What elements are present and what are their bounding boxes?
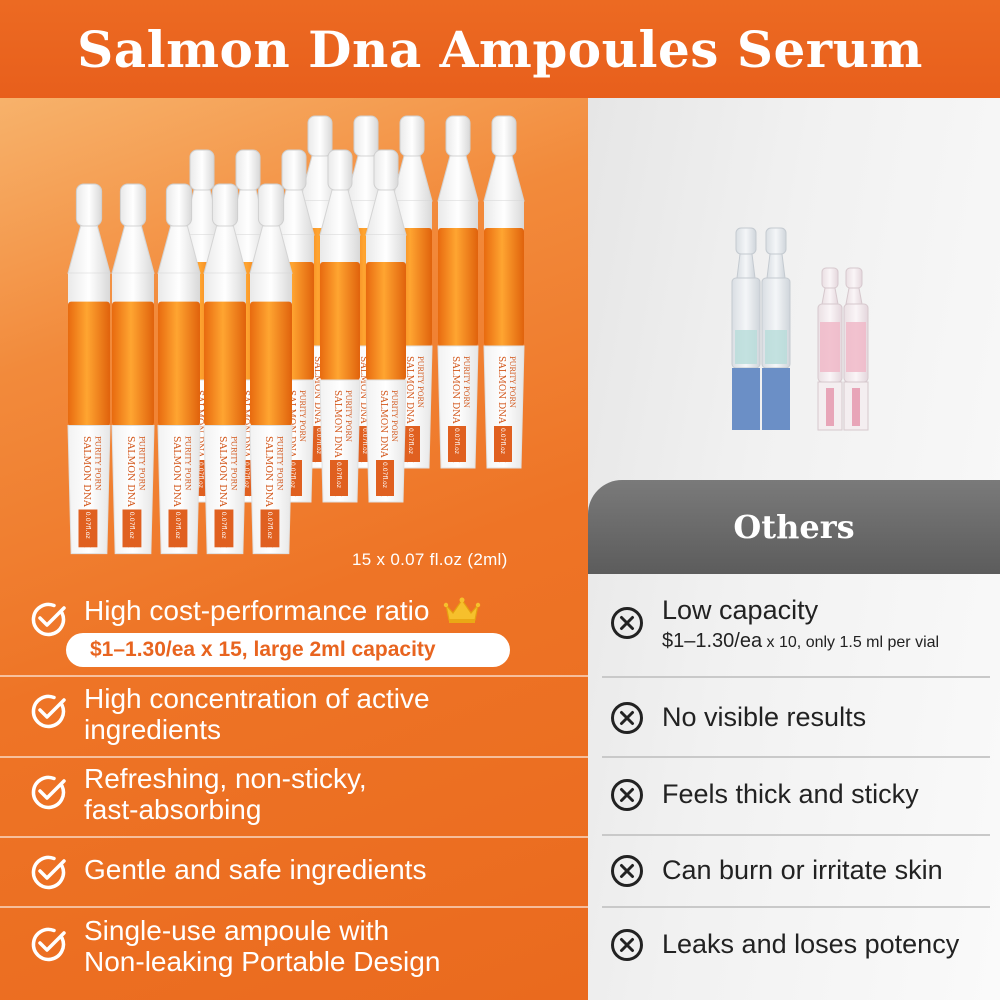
others-item-text: Can burn or irritate skin	[662, 855, 943, 885]
divider	[0, 756, 588, 758]
feature-text-line2: fast-absorbing	[84, 794, 262, 825]
svg-text:SALMON DNA SERUM: SALMON DNA SERUM	[125, 436, 136, 548]
svg-text:PURITY PORN: PURITY PORN	[344, 390, 352, 442]
svg-text:SALMON DNA SERUM: SALMON DNA SERUM	[404, 356, 414, 463]
svg-text:PURITY PORN: PURITY PORN	[416, 356, 424, 408]
divider	[0, 906, 588, 908]
svg-text:PURITY PORN: PURITY PORN	[93, 436, 102, 491]
svg-text:SALMON DNA SERUM: SALMON DNA SERUM	[358, 356, 368, 463]
others-item-text: No visible results	[662, 702, 867, 732]
svg-text:PURITY PORN: PURITY PORN	[390, 390, 398, 442]
page-header: Salmon Dna Ampoules Serum	[0, 0, 1000, 98]
svg-text:0.07fl.oz: 0.07fl.oz	[174, 512, 181, 540]
others-vials-image	[731, 227, 869, 431]
svg-text:PURITY PORN: PURITY PORN	[275, 436, 284, 491]
divider	[602, 906, 990, 908]
svg-text:0.07fl.oz: 0.07fl.oz	[315, 428, 322, 454]
svg-text:0.07fl.oz: 0.07fl.oz	[361, 428, 368, 454]
divider	[0, 836, 588, 838]
divider	[602, 756, 990, 758]
svg-text:SALMON DNA SERUM: SALMON DNA SERUM	[81, 436, 92, 548]
svg-text:SALMON DNA SERUM: SALMON DNA SERUM	[171, 436, 182, 548]
feature-text-line1: High concentration of active	[84, 683, 430, 714]
x-circle-icon	[611, 779, 643, 811]
others-tab-label: Others	[733, 508, 855, 546]
svg-text:0.07fl.oz: 0.07fl.oz	[84, 512, 91, 540]
svg-text:SALMON DNA SERUM: SALMON DNA SERUM	[217, 436, 228, 548]
others-item-detail: x 10, only 1.5 ml per vial	[762, 634, 940, 651]
feature-text: Gentle and safe ingredients	[84, 854, 427, 885]
svg-text:PURITY PORN: PURITY PORN	[508, 356, 516, 408]
others-panel: Others Low capacity $1–1.30/ea x 10, onl…	[588, 98, 1000, 1000]
svg-text:SALMON DNA SERUM: SALMON DNA SERUM	[378, 390, 388, 497]
svg-text:PURITY PORN: PURITY PORN	[298, 390, 306, 442]
svg-text:0.07fl.oz: 0.07fl.oz	[453, 428, 460, 454]
svg-text:0.07fl.oz: 0.07fl.oz	[197, 462, 204, 488]
svg-text:0.07fl.oz: 0.07fl.oz	[128, 512, 135, 540]
x-circle-icon	[611, 702, 643, 734]
feature-text: High cost-performance ratio	[84, 595, 430, 626]
crown-icon	[444, 597, 481, 623]
divider	[602, 676, 990, 678]
capacity-note: 15 x 0.07 fl.oz (2ml)	[352, 550, 508, 569]
svg-text:0.07fl.oz: 0.07fl.oz	[266, 512, 273, 540]
check-circle-icon	[31, 775, 66, 810]
svg-text:0.07fl.oz: 0.07fl.oz	[243, 462, 250, 488]
svg-text:SALMON DNA SERUM: SALMON DNA SERUM	[450, 356, 460, 463]
x-circle-icon	[611, 607, 643, 639]
others-tab: Others	[588, 480, 1000, 574]
svg-text:SALMON DNA SERUM: SALMON DNA SERUM	[496, 356, 506, 463]
check-circle-icon	[31, 927, 66, 962]
blue-vial-pair	[731, 227, 791, 430]
check-circle-icon	[31, 855, 66, 890]
svg-text:PURITY PORN: PURITY PORN	[137, 436, 146, 491]
feature-text-line1: Single-use ampoule with	[84, 915, 390, 946]
x-circle-icon	[611, 855, 643, 887]
svg-text:PURITY PORN: PURITY PORN	[229, 436, 238, 491]
svg-text:0.07fl.oz: 0.07fl.oz	[289, 462, 296, 488]
svg-text:SALMON DNA SERUM: SALMON DNA SERUM	[312, 356, 322, 463]
others-item-text: Feels thick and sticky	[662, 779, 919, 809]
feature-text-line1: Refreshing, non-sticky,	[84, 763, 367, 794]
price-pill: $1–1.30/ea x 15, large 2ml capacity	[66, 633, 510, 667]
feature-text-line2: ingredients	[84, 714, 221, 745]
others-item-text: Leaks and loses potency	[662, 929, 960, 959]
pink-vial-pair	[817, 267, 869, 431]
svg-text:SALMON DNA SERUM: SALMON DNA SERUM	[332, 390, 342, 497]
page-title: Salmon Dna Ampoules Serum	[77, 19, 923, 79]
svg-text:0.07fl.oz: 0.07fl.oz	[499, 428, 506, 454]
divider	[0, 675, 588, 677]
feature-text-line2: Non-leaking Portable Design	[84, 946, 441, 977]
svg-text:SALMON DNA SERUM: SALMON DNA SERUM	[263, 436, 274, 548]
x-circle-icon	[611, 929, 643, 961]
svg-text:0.07fl.oz: 0.07fl.oz	[407, 428, 414, 454]
svg-text:PURITY PORN: PURITY PORN	[183, 436, 192, 491]
others-item-price: $1–1.30/ea	[662, 630, 763, 652]
svg-text:PURITY PORN: PURITY PORN	[462, 356, 470, 408]
check-circle-icon	[31, 694, 66, 729]
svg-text:0.07fl.oz: 0.07fl.oz	[381, 462, 388, 488]
check-circle-icon	[31, 602, 66, 637]
divider	[602, 834, 990, 836]
svg-text:0.07fl.oz: 0.07fl.oz	[220, 512, 227, 540]
svg-text:0.07fl.oz: 0.07fl.oz	[335, 462, 342, 488]
others-item-text: Low capacity	[662, 595, 819, 625]
